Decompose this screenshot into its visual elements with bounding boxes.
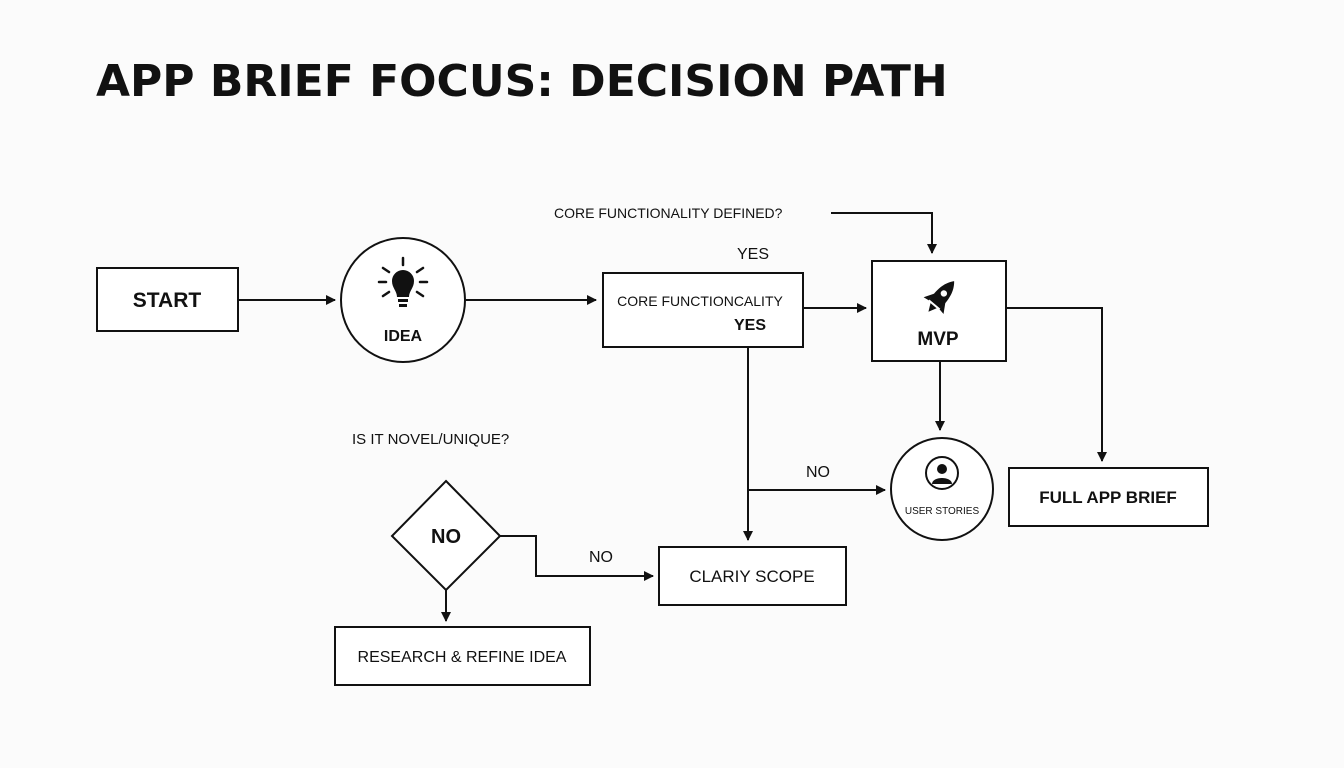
core-functionality-yes-label: YES [734,317,766,334]
connectors [238,212,1107,622]
clarify-scope-label: CLARIY SCOPE [689,567,814,586]
edge-decision-to-clarify [500,535,654,581]
decision-label: NO [431,526,461,548]
research-refine-label: RESEARCH & REFINE IDEA [358,649,567,666]
no-label-clarify: NO [589,549,613,566]
clarify-scope-node: CLARIY SCOPE [658,546,847,606]
edge-question-to-mvp [831,212,937,254]
lightbulb-icon [377,256,429,307]
start-node: START [96,267,239,332]
start-label: START [133,289,202,312]
core-functionality-label: CORE FUNCTIONCALITY [617,293,783,309]
user-avatar-icon [925,456,959,490]
rocket-icon [923,281,955,315]
no-label-user-stories: NO [806,464,830,481]
idea-label: IDEA [384,328,423,345]
idea-node: IDEA [340,237,466,363]
edge-mvp-to-full-brief [1006,307,1107,462]
full-app-brief-node: FULL APP BRIEF [1008,467,1209,527]
yes-label-top: YES [737,246,769,263]
user-stories-label: USER STORIES [905,506,980,517]
page-title: APP BRIEF FOCUS: DECISION PATH [96,56,948,107]
mvp-node: MVP [871,260,1007,362]
full-app-brief-label: FULL APP BRIEF [1039,488,1177,507]
novelty-decision-node: NO [390,479,502,592]
research-refine-node: RESEARCH & REFINE IDEA [334,626,591,686]
novel-question-label: IS IT NOVEL/UNIQUE? [352,431,509,448]
user-stories-node: USER STORIES [890,437,994,541]
mvp-label: MVP [917,329,959,350]
core-functionality-node: CORE FUNCTIONCALITY YES [602,272,804,348]
core-defined-question-label: CORE FUNCTIONALITY DEFINED? [554,205,783,221]
